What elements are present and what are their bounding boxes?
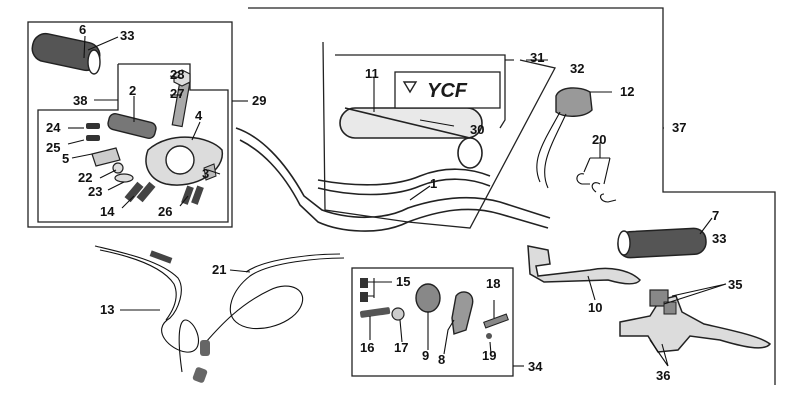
- brand-logo: YCF: [427, 80, 468, 102]
- assembly-frames: [27, 7, 776, 385]
- clutch-hardware: [359, 278, 509, 339]
- callout-30: 30: [470, 122, 484, 137]
- callout-31: 31: [530, 50, 544, 65]
- callout-19: 19: [482, 348, 496, 363]
- callout-4: 4: [195, 108, 203, 123]
- callout-23: 23: [88, 184, 102, 199]
- callout-27: 27: [170, 86, 184, 101]
- callout-32: 32: [570, 61, 584, 76]
- callout-25: 25: [46, 140, 60, 155]
- callout-20: 20: [592, 132, 606, 147]
- frame-32: [322, 41, 556, 229]
- callout-6: 6: [79, 22, 86, 37]
- clutch-lever: [527, 245, 641, 285]
- callout-22: 22: [78, 170, 92, 185]
- callout-15: 15: [396, 274, 410, 289]
- callout-33-right: 33: [712, 231, 726, 246]
- callout-11: 11: [365, 66, 379, 81]
- callout-37: 37: [672, 120, 686, 135]
- callout-26: 26: [158, 204, 172, 219]
- brake-lever-assembly: [619, 289, 772, 353]
- frame-34: [351, 267, 514, 377]
- callout-12: 12: [620, 84, 634, 99]
- kill-switch: [536, 87, 593, 189]
- callout-8: 8: [438, 352, 445, 367]
- callout-7: 7: [712, 208, 719, 223]
- callout-33: 33: [120, 28, 134, 43]
- callout-24: 24: [46, 120, 61, 135]
- callout-29: 29: [252, 93, 266, 108]
- callout-9: 9: [422, 348, 429, 363]
- callout-36: 36: [656, 368, 670, 383]
- callout-labels: 6 33 28 27 38 2 29 4 24 25 5 22 23 3 14 …: [46, 22, 742, 383]
- handlebar: [235, 127, 551, 232]
- right-grip: [617, 227, 707, 259]
- frame-29: [27, 21, 233, 228]
- frame-31: [335, 54, 506, 129]
- frame-37: [248, 7, 776, 385]
- callout-38: 38: [73, 93, 87, 108]
- callout-34: 34: [528, 359, 543, 374]
- clutch-cable: [200, 253, 345, 356]
- callout-18: 18: [486, 276, 500, 291]
- callout-1: 1: [430, 176, 437, 191]
- callout-17: 17: [394, 340, 408, 355]
- ycf-decal: YCF: [394, 71, 501, 109]
- callout-16: 16: [360, 340, 374, 355]
- throttle-cable: [94, 245, 208, 383]
- callout-10: 10: [588, 300, 602, 315]
- callout-3: 3: [202, 166, 209, 181]
- callout-28: 28: [170, 67, 184, 82]
- cable-clips: [576, 173, 617, 203]
- callout-2: 2: [129, 83, 136, 98]
- handlebar-pad: [339, 107, 483, 169]
- callout-14: 14: [100, 204, 115, 219]
- frame-38: [37, 63, 229, 223]
- left-grip: [31, 32, 101, 75]
- callout-5: 5: [62, 151, 69, 166]
- callout-21: 21: [212, 262, 226, 277]
- leader-lines: [67, 35, 727, 367]
- callout-13: 13: [100, 302, 114, 317]
- callout-35: 35: [728, 277, 742, 292]
